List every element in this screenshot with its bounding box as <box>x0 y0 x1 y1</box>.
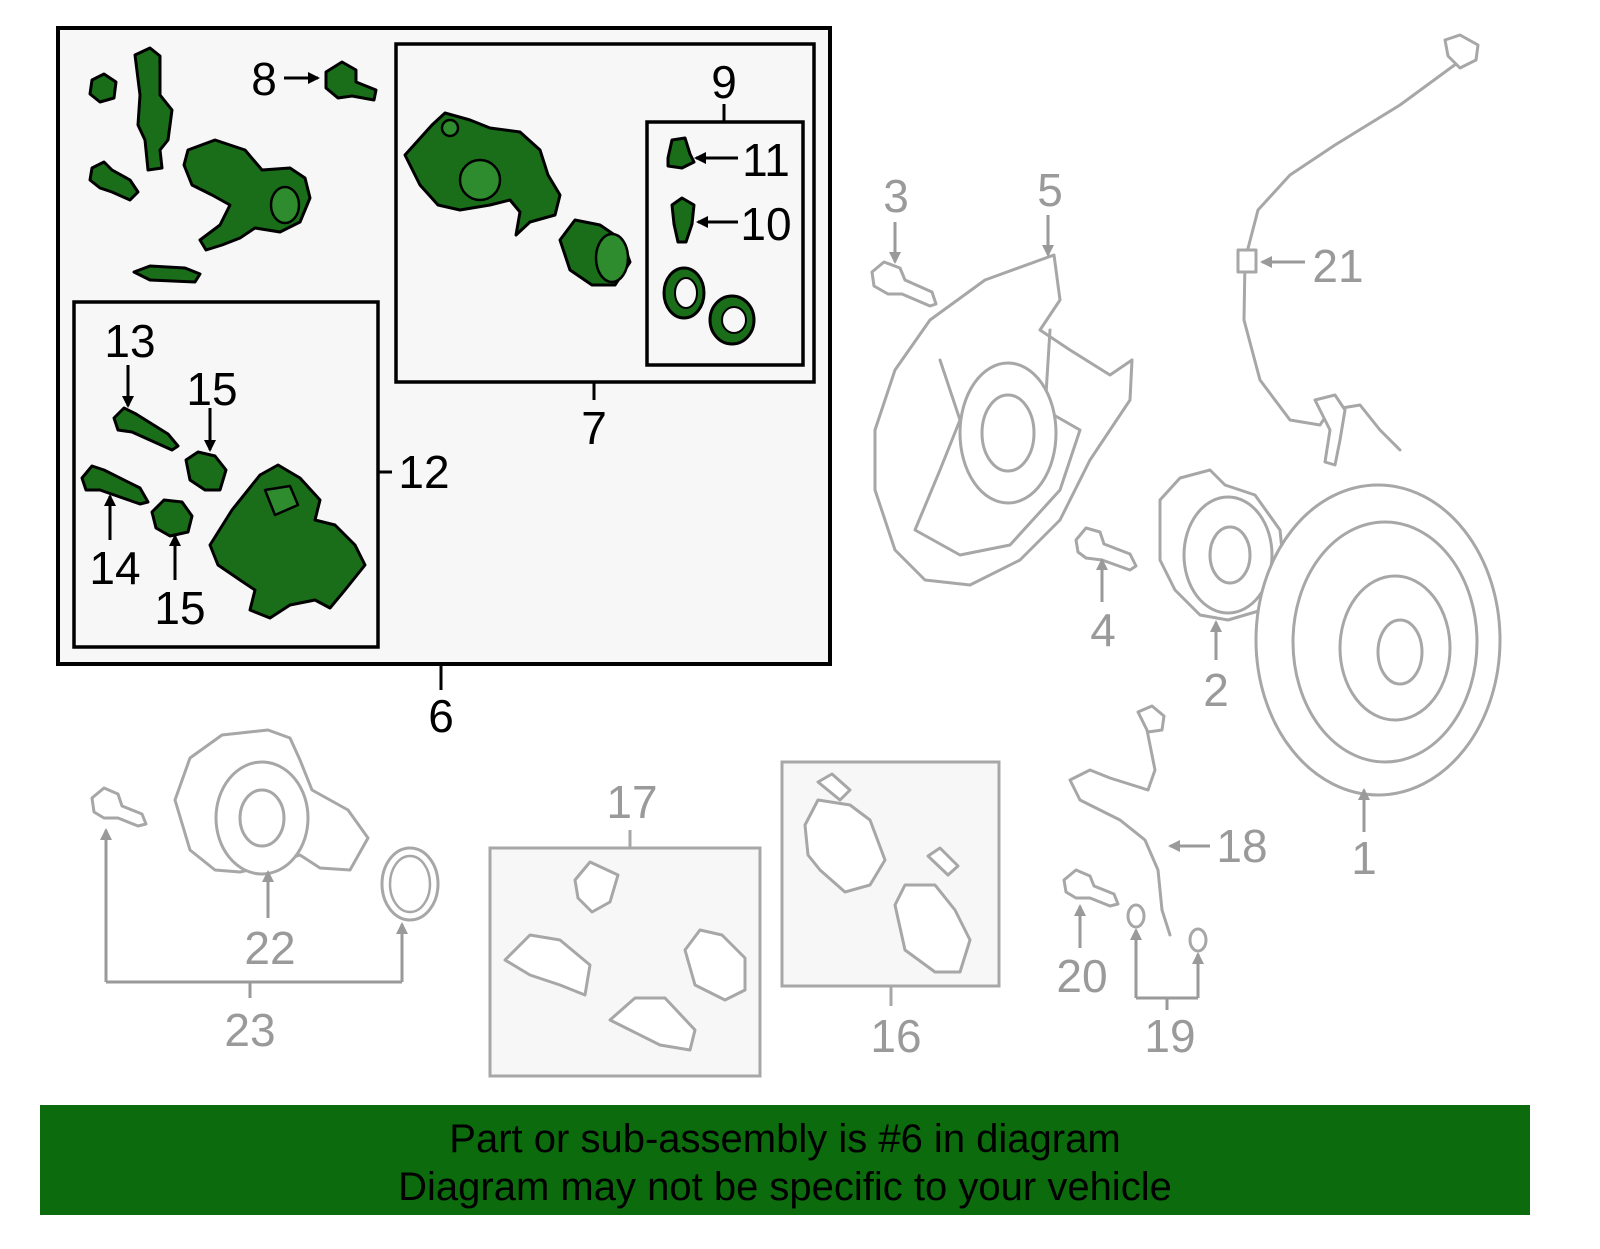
bracket-part <box>88 46 174 172</box>
bolt-20-part <box>1062 868 1120 908</box>
callout-5: 5 <box>1037 164 1063 216</box>
callout-11: 11 <box>742 134 790 186</box>
guide-pin-14-part <box>80 464 150 506</box>
clip-part <box>132 264 202 284</box>
rotor-1-part <box>1254 483 1502 797</box>
bleeder-11-part <box>666 136 696 170</box>
callout-8: 8 <box>251 53 277 105</box>
callout-23: 23 <box>224 1004 275 1056</box>
bolt-8-part <box>324 60 378 102</box>
callout-4: 4 <box>1090 604 1116 656</box>
callout-12: 12 <box>398 446 449 498</box>
callout-22: 22 <box>244 922 295 974</box>
bolt-part <box>88 160 140 202</box>
sensor-wire-21-part <box>1236 33 1480 467</box>
bolt-4-part <box>1074 526 1138 572</box>
washer-19a-part <box>1126 903 1146 929</box>
piston-part <box>558 218 632 287</box>
boot-15b-part <box>150 498 194 538</box>
callout-16: 16 <box>870 1010 921 1062</box>
boot-part <box>708 294 756 346</box>
callout-17: 17 <box>606 776 657 828</box>
hub-2-part <box>1158 468 1287 622</box>
hardware-kit-17-box[interactable] <box>488 830 762 1078</box>
callout-18: 18 <box>1216 820 1267 872</box>
callout-13: 13 <box>104 315 155 367</box>
callout-19: 19 <box>1144 1010 1195 1062</box>
callout-1: 1 <box>1351 832 1377 884</box>
callout-3: 3 <box>883 170 909 222</box>
bolt-23-part <box>90 786 148 828</box>
leader-19 <box>1130 928 1204 1010</box>
caliper-carrier-12-part <box>208 463 367 620</box>
caliper-7-part <box>403 111 562 237</box>
leader-23 <box>100 828 408 998</box>
info-banner: Part or sub-assembly is #6 in diagram Di… <box>40 1105 1530 1215</box>
callout-14: 14 <box>89 542 140 594</box>
brake-hose-18-part <box>1068 704 1172 937</box>
seal-part <box>662 266 706 320</box>
caliper-bracket-part <box>182 138 312 252</box>
bolt-3-part <box>870 260 938 308</box>
callout-9: 9 <box>711 56 737 108</box>
callout-10: 10 <box>740 198 791 250</box>
callout-20: 20 <box>1056 950 1107 1002</box>
actuator-22-part <box>173 728 370 876</box>
bleeder-10-part <box>670 196 696 244</box>
dust-shield-5-part <box>873 253 1134 587</box>
callout-15b: 15 <box>154 582 205 634</box>
callout-2: 2 <box>1203 664 1229 716</box>
callout-6: 6 <box>428 690 454 742</box>
banner-line-1: Part or sub-assembly is #6 in diagram <box>449 1117 1121 1161</box>
boot-15a-part <box>184 450 228 492</box>
brake-pads-16-box[interactable] <box>780 760 1001 1006</box>
washer-19b-part <box>1188 927 1208 953</box>
o-ring-23-part <box>380 846 440 922</box>
callout-21: 21 <box>1312 240 1363 292</box>
guide-pin-13-part <box>112 406 180 452</box>
callout-15a: 15 <box>186 363 237 415</box>
banner-line-2: Diagram may not be specific to your vehi… <box>398 1165 1172 1209</box>
callout-7: 7 <box>581 402 607 454</box>
